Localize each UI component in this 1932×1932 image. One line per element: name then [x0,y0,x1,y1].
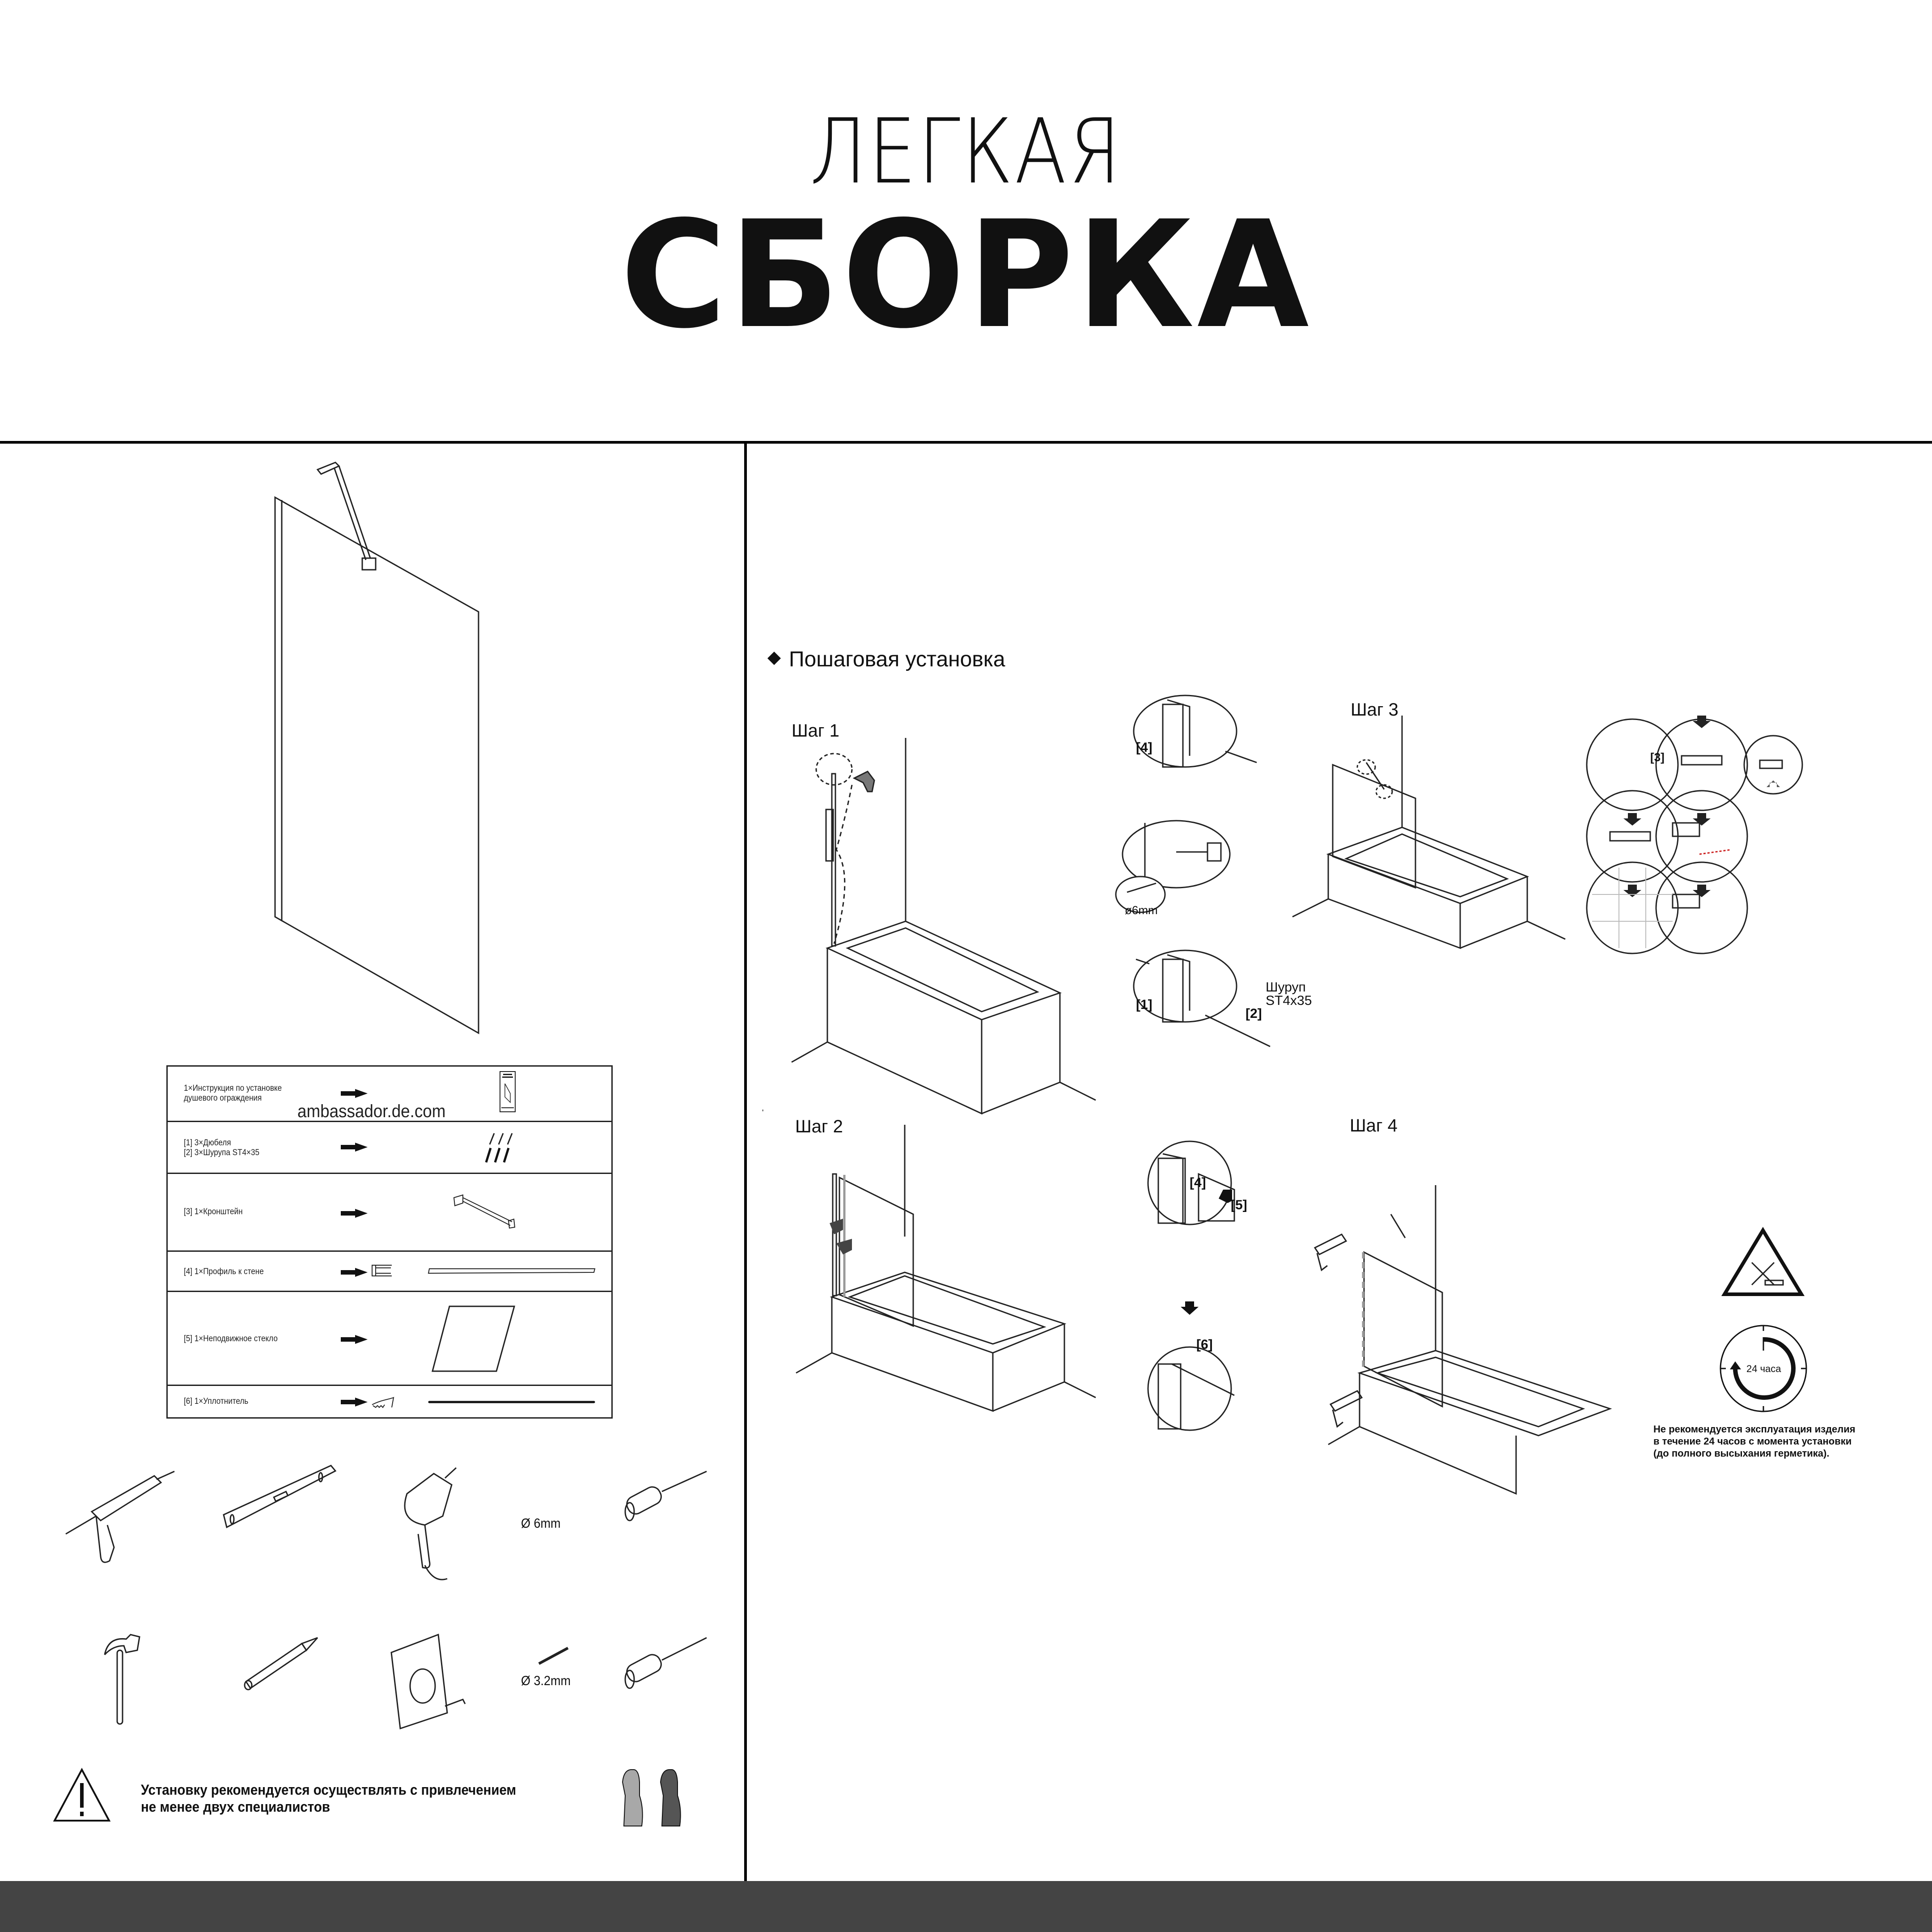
screw-spec-line-1: Шуруп [1266,980,1306,995]
dowels-screws-icon [485,1133,513,1163]
header-divider [0,441,1932,444]
step-3-label: Шаг 3 [1351,700,1398,720]
arrow-right-icon [341,1089,368,1098]
step-2-bathtub-diagram [796,1125,1096,1412]
step-2-label: Шаг 2 [795,1117,843,1136]
part-label-sub: [2] 3×Шурупа ST4×35 [184,1148,260,1157]
part-label: [1] 3×Дюбеля [184,1138,231,1148]
two-people-icon [622,1769,681,1826]
part-label: [6] 1×Уплотнитель [184,1397,249,1406]
fixed-glass-icon [432,1305,515,1372]
part-label: [3] 1×Кронштейн [184,1207,243,1216]
callout-screw-2: [2] [1246,1006,1262,1021]
parts-row-dowels-screws: [1] 3×Дюбеля [2] 3×Шурупа ST4×35 [168,1122,611,1174]
column-divider [744,444,747,1888]
two-installers-warning: Установку рекомендуется осуществлять с п… [141,1781,516,1815]
warning-triangle-icon [53,1767,111,1822]
pencil-icon [244,1637,318,1690]
step-1-detail-drill [1115,820,1231,913]
drill-bit-3-2mm-label: Ø 3.2mm [521,1674,571,1688]
callout-bracket-3: [3] [1650,750,1665,764]
screw-spec-label: Шуруп ST4x35 [1266,981,1312,1008]
parts-row-wall-profile: [4] 1×Профиль к стене [168,1252,611,1292]
callout-glass-5: [5] [1231,1198,1247,1212]
warning-line-1: Установку рекомендуется осуществлять с п… [141,1782,517,1798]
tape-measure-icon [390,1633,466,1730]
step-4-bathtub-diagram [1313,1185,1612,1495]
callout-seal-6: [6] [1196,1337,1213,1352]
parts-row-seal: [6] 1×Уплотнитель [168,1386,611,1419]
step-1-bathtub-diagram [791,738,1096,1115]
hammer-icon [104,1634,140,1725]
drill-bit-6mm-label: Ø 6mm [521,1516,561,1531]
step-1-detail-mark-profile [1133,695,1257,768]
spirit-level-icon [223,1465,337,1529]
no-abrasives-warning-icon [1721,1227,1805,1296]
wall-profile-icon [372,1265,596,1276]
sealant-gun-icon [65,1470,175,1563]
shower-screen-product-icon [274,462,479,1034]
bracket-icon [453,1194,516,1229]
cure-line-3: (до полного высыхания герметика). [1653,1448,1830,1459]
seal-icon [372,1397,595,1408]
callout-profile-4-step4: [4] [1190,1175,1206,1190]
screwdriver-phillips-icon [624,1637,707,1689]
clock-label: 24 часа [1746,1363,1781,1374]
part-label: [4] 1×Профиль к стене [184,1267,264,1276]
arrow-right-icon [341,1268,368,1277]
drill-diameter-label: ø6mm [1125,903,1158,917]
step-3-detail-circles [1586,716,1803,954]
part-label-sub: душевого ограждения [184,1093,262,1103]
arrow-right-icon [341,1143,368,1152]
callout-profile-4: [4] [1136,740,1152,755]
callout-dowel-1: [1] [1136,997,1152,1012]
step-1-detail-screw-profile [1133,949,1271,1047]
title-line-1: ЛЕГКАЯ [809,100,1123,204]
part-label: [5] 1×Неподвижное стекло [184,1334,278,1343]
screwdriver-flat-icon [624,1470,707,1521]
part-label: 1×Инструкция по установке [184,1084,282,1093]
power-drill-icon [404,1467,457,1580]
parts-row-manual: 1×Инструкция по установке душевого ограж… [168,1067,611,1122]
brand-watermark: ambassador.de.com [297,1102,446,1121]
parts-row-fixed-glass: [5] 1×Неподвижное стекло [168,1292,611,1386]
diamond-bullet-icon [767,652,781,665]
step-4-profile-detail-circles [1147,1140,1235,1431]
manual-icon [500,1071,516,1112]
stray-mark: ' [762,1108,764,1117]
title-line-2: СБОРКА [620,189,1312,361]
footer-bar [0,1881,1932,1932]
drill-bit-3-2mm-icon [538,1647,569,1665]
warning-line-2: не менее двух специалистов [141,1799,330,1815]
step-4-label: Шаг 4 [1350,1116,1398,1135]
arrow-right-icon [341,1209,368,1218]
24-hour-clock-icon [1720,1325,1807,1412]
cure-notice-text: Не рекомендуется эксплуатация изделия в … [1653,1423,1856,1459]
step-1-label: Шаг 1 [792,721,839,741]
section-heading: Пошаговая установка [789,648,1005,671]
cure-line-1: Не рекомендуется эксплуатация изделия [1653,1424,1856,1435]
step-3-bathtub-diagram [1292,716,1566,949]
arrow-right-icon [341,1398,368,1407]
parts-list-table: 1×Инструкция по установке душевого ограж… [166,1065,613,1419]
screw-spec-line-2: ST4x35 [1266,993,1312,1008]
parts-row-bracket: [3] 1×Кронштейн [168,1174,611,1252]
arrow-right-icon [341,1335,368,1344]
cure-line-2: в течение 24 часов с момента установки [1653,1436,1852,1447]
